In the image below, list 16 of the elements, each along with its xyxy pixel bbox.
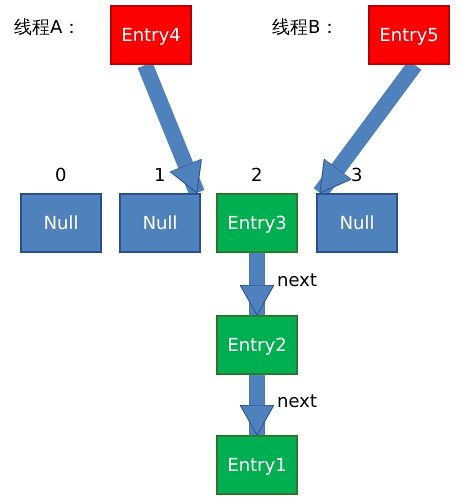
index-label: 0 (55, 165, 66, 186)
thread-label: 线程A： (14, 16, 80, 39)
entry-box: Entry3 (216, 193, 298, 253)
empty-slot-box: Null (119, 193, 201, 253)
empty-slot-box: Null (316, 193, 398, 253)
block-arrow (240, 375, 274, 436)
entry-box: Entry2 (216, 315, 298, 375)
entry-box: Entry4 (110, 5, 192, 65)
entry-box: Entry1 (216, 435, 298, 495)
index-label: 1 (154, 165, 166, 186)
index-label: 3 (351, 165, 362, 186)
empty-slot-box: Null (20, 193, 102, 253)
thread-label: 线程B： (272, 16, 338, 39)
entry-box: Entry5 (368, 5, 450, 65)
block-arrow (240, 253, 274, 316)
index-label: 2 (251, 165, 262, 186)
